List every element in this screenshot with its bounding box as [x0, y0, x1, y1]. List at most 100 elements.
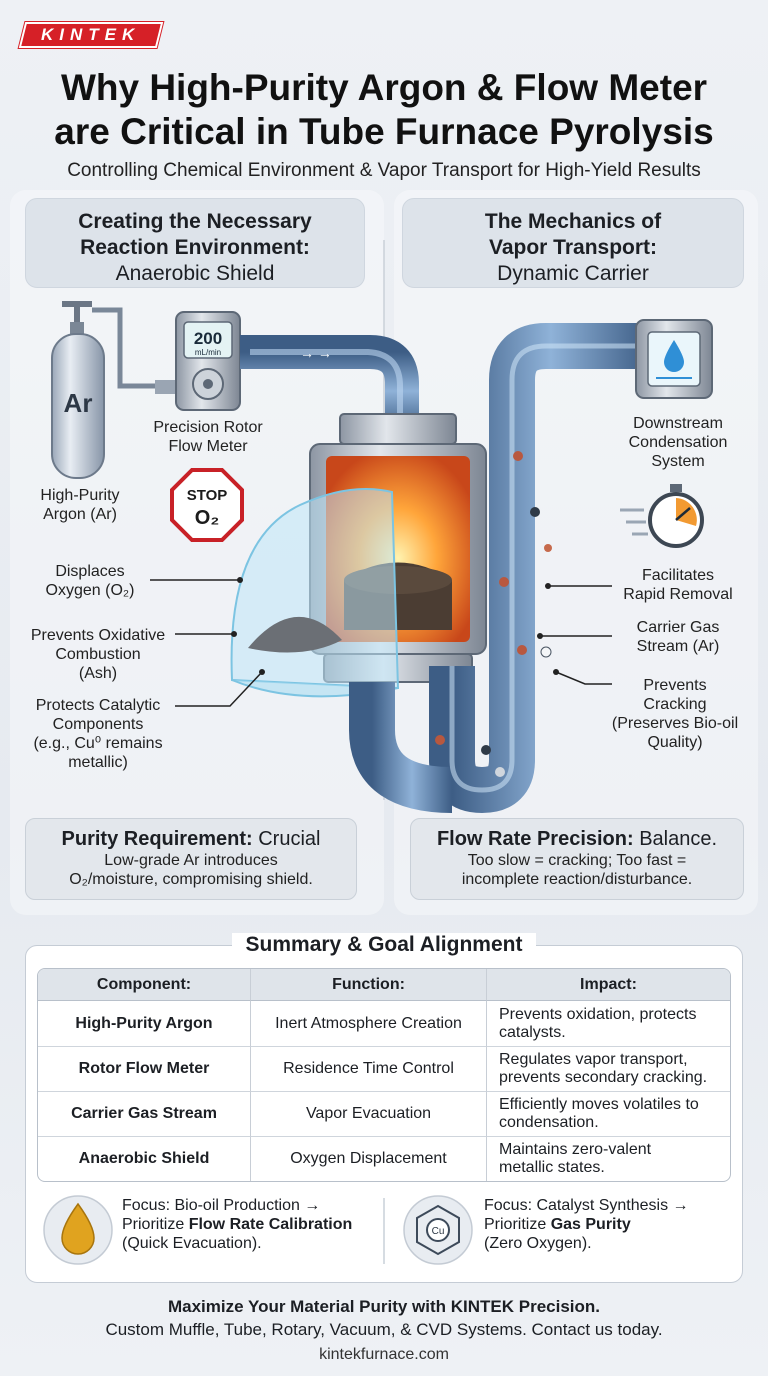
purity-note-line-1: Low-grade Ar introduces: [104, 852, 278, 869]
callout-1-line-1: Displaces: [55, 563, 125, 580]
condense-line-2: Condensation: [628, 434, 728, 451]
svg-text:→ →: → →: [300, 345, 332, 361]
right-callout-3-line-1: Prevents: [643, 677, 707, 694]
table-row: Carrier Gas Stream Vapor Evacuation Effi…: [38, 1091, 730, 1136]
argon-label-1: High-Purity: [40, 487, 120, 504]
footer-website-link[interactable]: kintekfurnace.com: [319, 1346, 449, 1363]
focus-catalyst: Focus: Catalyst Synthesis → Prioritize G…: [484, 1196, 689, 1253]
right-callout-3-line-2: Cracking: [643, 696, 707, 713]
condensation-system-icon: [635, 319, 713, 399]
focus-right-line-2-bold: Gas Purity: [550, 1216, 631, 1233]
flow-meter-label-2: Flow Meter: [168, 438, 248, 455]
row-component: Anaerobic Shield: [38, 1136, 250, 1181]
table-row: Rotor Flow Meter Residence Time Control …: [38, 1046, 730, 1091]
flow-note-title: Flow Rate Precision:: [436, 828, 634, 850]
left-heading-line-2: Reaction Environment:: [80, 236, 310, 259]
focus-right-line-3: (Zero Oxygen).: [484, 1235, 592, 1252]
pyrolysis-diagram: Ar 200 mL/min → → STOP O₂: [51, 240, 713, 814]
flow-rate-precision-note: Flow Rate Precision: Balance. Too slow =…: [410, 818, 744, 900]
flow-meter-label: Precision Rotor Flow Meter: [130, 418, 286, 456]
column-header-impact: Impact:: [486, 969, 730, 1001]
page-title: Why High-Purity Argon & Flow Meter are C…: [0, 66, 768, 154]
focus-bio-oil: Focus: Bio-oil Production → Prioritize F…: [122, 1196, 352, 1253]
row-component: High-Purity Argon: [75, 1014, 213, 1032]
row-impact-line-2: metallic states.: [499, 1159, 605, 1176]
stopwatch-icon: [620, 484, 704, 548]
callout-2-line-2: Combustion: [55, 646, 141, 663]
right-callout-1-line-1: Facilitates: [641, 567, 715, 584]
cylinder-label: Ar: [64, 388, 93, 418]
column-header-function: Function:: [250, 969, 486, 1001]
catalyst-icon-text: Cu: [432, 1226, 445, 1237]
table-header-row: Component: Function: Impact:: [38, 969, 730, 1001]
callout-displaces-oxygen: Displaces Oxygen (O₂): [30, 562, 150, 600]
condense-line-1: Downstream: [633, 415, 723, 432]
summary-title: Summary & Goal Alignment: [0, 933, 768, 957]
callout-1-line-2: Oxygen (O₂): [45, 582, 135, 599]
row-impact-line-1: Efficiently moves volatiles to: [499, 1096, 699, 1113]
oil-drop-icon: [43, 1195, 113, 1265]
flow-display-value: 200: [194, 329, 222, 348]
row-impact-line-2: prevents secondary cracking.: [499, 1069, 708, 1086]
callout-3-line-2: Components: [52, 716, 144, 733]
table-row: Anaerobic Shield Oxygen Displacement Mai…: [38, 1136, 730, 1181]
right-heading-line-3: Dynamic Carrier: [497, 262, 649, 285]
callout-rapid-removal: Facilitates Rapid Removal: [608, 566, 748, 604]
flow-note-line-1: Too slow = cracking; Too fast =: [467, 852, 687, 869]
vapor-transport-pipe-icon: [349, 323, 650, 814]
right-panel-heading: The Mechanics of Vapor Transport: Dynami…: [402, 198, 744, 288]
footer-line-1: Maximize Your Material Purity with KINTE…: [167, 1297, 601, 1316]
stop-text-2: O₂: [195, 507, 219, 529]
callout-prevents-combustion: Prevents Oxidative Combustion (Ash): [15, 626, 181, 683]
row-component: Carrier Gas Stream: [38, 1091, 250, 1136]
flow-meter-label-1: Precision Rotor: [153, 419, 263, 436]
right-callout-3-line-3: (Preserves Bio-oil: [611, 715, 739, 732]
page-subtitle: Controlling Chemical Environment & Vapor…: [67, 160, 701, 181]
title-line-1: Why High-Purity Argon & Flow Meter: [60, 67, 708, 108]
right-heading-line-1: The Mechanics of: [484, 210, 662, 233]
flow-note-title-rest: Balance.: [633, 828, 718, 850]
row-impact-line-1: Regulates vapor transport,: [499, 1051, 688, 1068]
purity-note-title-rest: Crucial: [252, 828, 321, 850]
title-line-2: are Critical in Tube Furnace Pyrolysis: [54, 111, 714, 152]
focus-left-line-1: Focus: Bio-oil Production →: [122, 1197, 321, 1214]
purity-note-line-2: O₂/moisture, compromising shield.: [69, 871, 313, 888]
callout-protects-catalyst: Protects Catalytic Components (e.g., Cu⁰…: [15, 696, 181, 772]
stop-oxygen-icon: STOP O₂: [170, 468, 244, 542]
row-impact: Regulates vapor transport,prevents secon…: [486, 1046, 730, 1091]
row-function: Residence Time Control: [250, 1046, 486, 1091]
row-function: Vapor Evacuation: [250, 1091, 486, 1136]
right-callout-3-line-4: Quality): [647, 734, 703, 751]
focus-right-line-2-pre: Prioritize: [484, 1216, 551, 1233]
callout-3-line-4: metallic): [68, 754, 128, 771]
left-heading-line-1: Creating the Necessary: [78, 210, 312, 233]
table-row: High-Purity Argon Inert Atmosphere Creat…: [38, 1001, 730, 1046]
right-heading-line-2: Vapor Transport:: [488, 236, 658, 259]
summary-title-text: Summary & Goal Alignment: [231, 933, 537, 956]
argon-label: High-Purity Argon (Ar): [20, 486, 140, 524]
callout-2-line-3: (Ash): [78, 665, 118, 682]
left-heading-line-3: Anaerobic Shield: [115, 262, 275, 285]
callout-prevents-cracking: Prevents Cracking (Preserves Bio-oil Qua…: [600, 676, 750, 752]
stop-text-1: STOP: [187, 487, 228, 504]
condensation-label: Downstream Condensation System: [608, 414, 748, 471]
argon-cylinder-icon: Ar: [51, 301, 105, 479]
flow-meter-icon: 200 mL/min: [175, 311, 241, 411]
footer-line-2: Custom Muffle, Tube, Rotary, Vacuum, & C…: [105, 1320, 663, 1339]
callout-3-line-1: Protects Catalytic: [35, 697, 161, 714]
row-impact-line-1: Maintains zero-valent: [499, 1141, 652, 1158]
purity-note-title: Purity Requirement:: [61, 828, 253, 850]
focus-left-line-2-bold: Flow Rate Calibration: [188, 1216, 353, 1233]
row-function: Oxygen Displacement: [250, 1136, 486, 1181]
flow-note-line-2: incomplete reaction/disturbance.: [461, 871, 693, 888]
focus-right-line-1: Focus: Catalyst Synthesis →: [484, 1197, 689, 1214]
callout-carrier-gas: Carrier Gas Stream (Ar): [608, 618, 748, 656]
right-callout-2-line-2: Stream (Ar): [636, 638, 720, 655]
right-callout-1-line-2: Rapid Removal: [623, 586, 733, 603]
row-function: Inert Atmosphere Creation: [250, 1001, 486, 1046]
catalyst-molecule-icon: Cu: [403, 1195, 473, 1265]
argon-label-2: Argon (Ar): [43, 506, 117, 523]
row-impact-line-1: Prevents oxidation, protects: [499, 1005, 697, 1023]
focus-left-line-2-pre: Prioritize: [122, 1216, 189, 1233]
